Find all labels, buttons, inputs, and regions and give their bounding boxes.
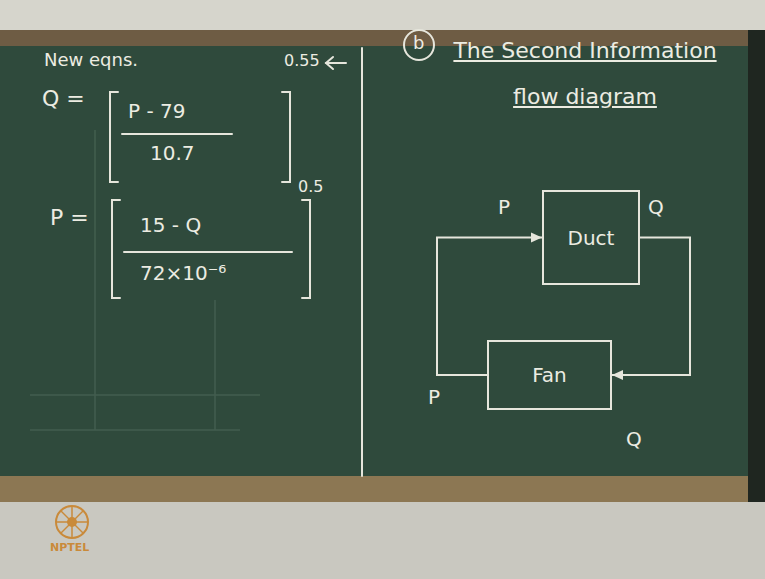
- signal-name: Q: [626, 428, 642, 451]
- logo-text: NPTEL: [50, 542, 89, 555]
- fraction-denominator: 72×10⁻⁶: [140, 262, 226, 285]
- flow-connector: [612, 238, 690, 381]
- edge-label: P: [498, 196, 510, 219]
- node-text: Duct: [568, 226, 615, 250]
- fraction-numerator: 15 - Q: [140, 214, 201, 237]
- fraction-denominator: 10.7: [150, 142, 195, 165]
- value-note: 0.55: [284, 52, 320, 70]
- process-box: Fan: [487, 340, 612, 410]
- node-text: Fan: [532, 363, 567, 387]
- flow-connector: [437, 233, 542, 376]
- value-note: 0.5: [298, 178, 323, 196]
- note-heading: New eqns.: [44, 50, 138, 71]
- edge-label: Q: [648, 196, 664, 219]
- equation-lhs: P =: [50, 205, 89, 230]
- process-box: Duct: [542, 190, 640, 285]
- fraction-numerator: P - 79: [128, 100, 185, 123]
- item-letter: b: [413, 33, 424, 54]
- equation-lhs: Q =: [42, 86, 85, 111]
- signal-name: P: [428, 386, 440, 409]
- diagram-title: The Second Information flow diagram: [450, 28, 720, 120]
